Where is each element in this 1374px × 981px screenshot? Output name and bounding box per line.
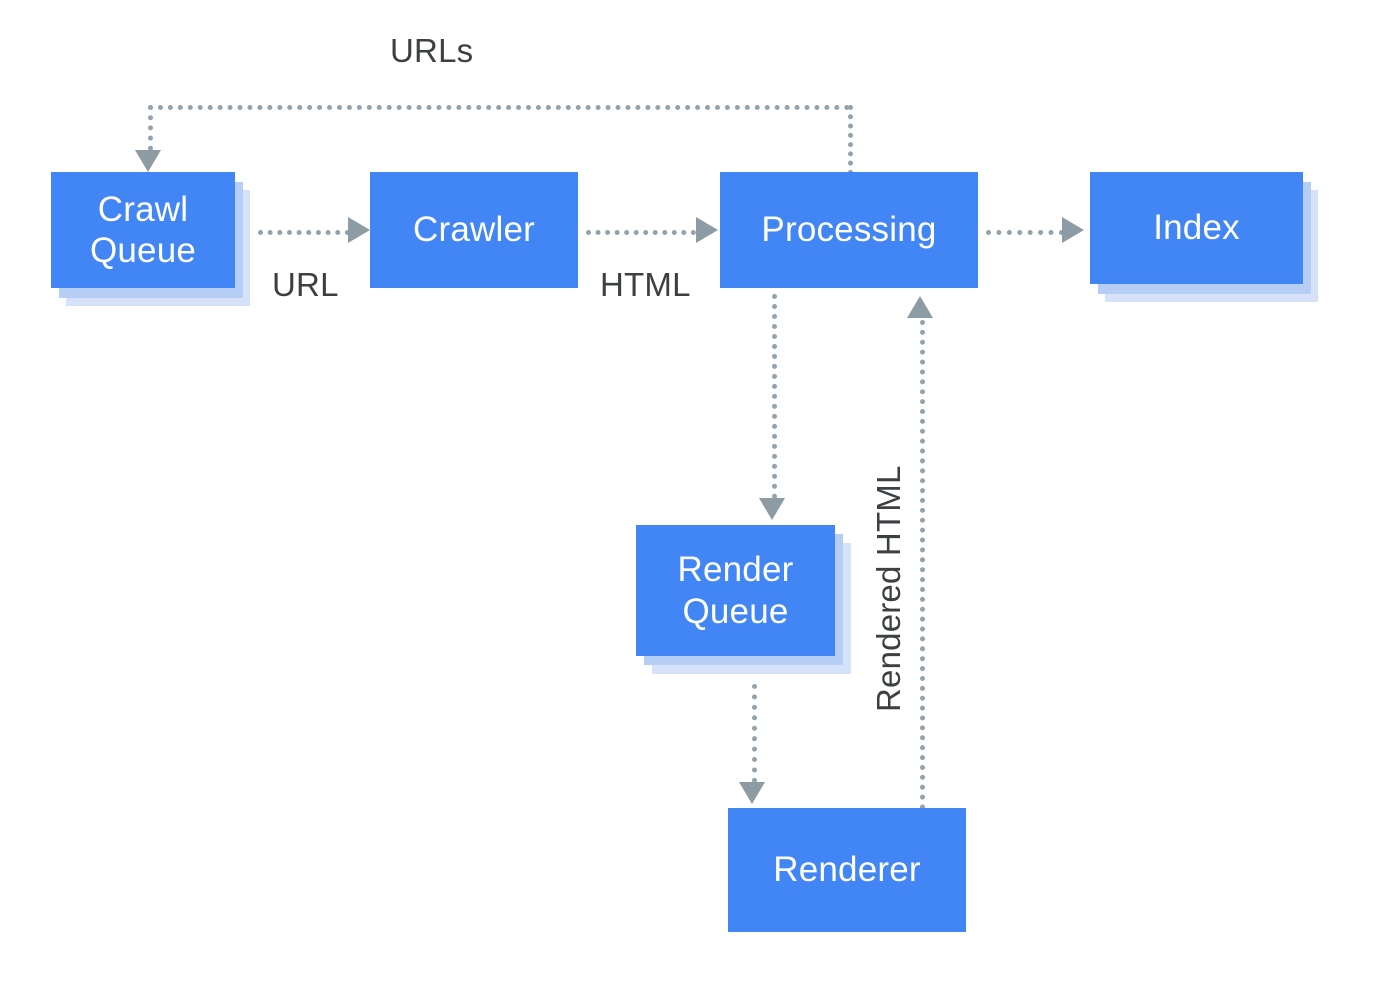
edge-to-renderer-line — [752, 684, 757, 783]
edge-label-rendered-html: Rendered HTML — [870, 465, 907, 712]
node-index-label: Index — [1153, 208, 1240, 248]
edge-to-index-arrowhead — [1062, 217, 1084, 243]
edge-to-render-queue-line — [772, 294, 777, 499]
node-render-queue-label: Render Queue — [677, 550, 794, 631]
edge-html-arrowhead — [696, 217, 718, 243]
edge-to-index-line — [986, 230, 1064, 235]
node-processing-label: Processing — [761, 210, 937, 250]
edge-urls-drop — [148, 105, 153, 161]
node-renderer[interactable]: Renderer — [728, 808, 966, 932]
edge-to-render-queue-arrowhead — [759, 498, 785, 520]
edge-rendered-html-arrowhead — [907, 296, 933, 318]
node-crawl-queue[interactable]: Crawl Queue — [51, 172, 235, 288]
edge-urls-riser — [848, 105, 853, 175]
edge-label-html: HTML — [600, 266, 691, 303]
edge-label-urls: URLs — [390, 32, 474, 69]
edge-url-arrowhead — [348, 217, 370, 243]
edge-urls-run — [148, 105, 850, 110]
node-render-queue[interactable]: Render Queue — [636, 525, 835, 656]
edge-url-line — [258, 230, 350, 235]
edge-urls-arrowhead — [135, 150, 161, 172]
edge-to-renderer-arrowhead — [739, 782, 765, 804]
edge-label-url: URL — [272, 266, 339, 303]
node-crawler-label: Crawler — [413, 210, 535, 250]
edge-rendered-html-line — [920, 320, 925, 810]
node-crawl-queue-label: Crawl Queue — [89, 189, 197, 270]
node-processing[interactable]: Processing — [720, 172, 978, 288]
edge-html-line — [586, 230, 696, 235]
node-crawler[interactable]: Crawler — [370, 172, 578, 288]
node-renderer-label: Renderer — [773, 850, 921, 890]
node-index[interactable]: Index — [1090, 172, 1303, 284]
